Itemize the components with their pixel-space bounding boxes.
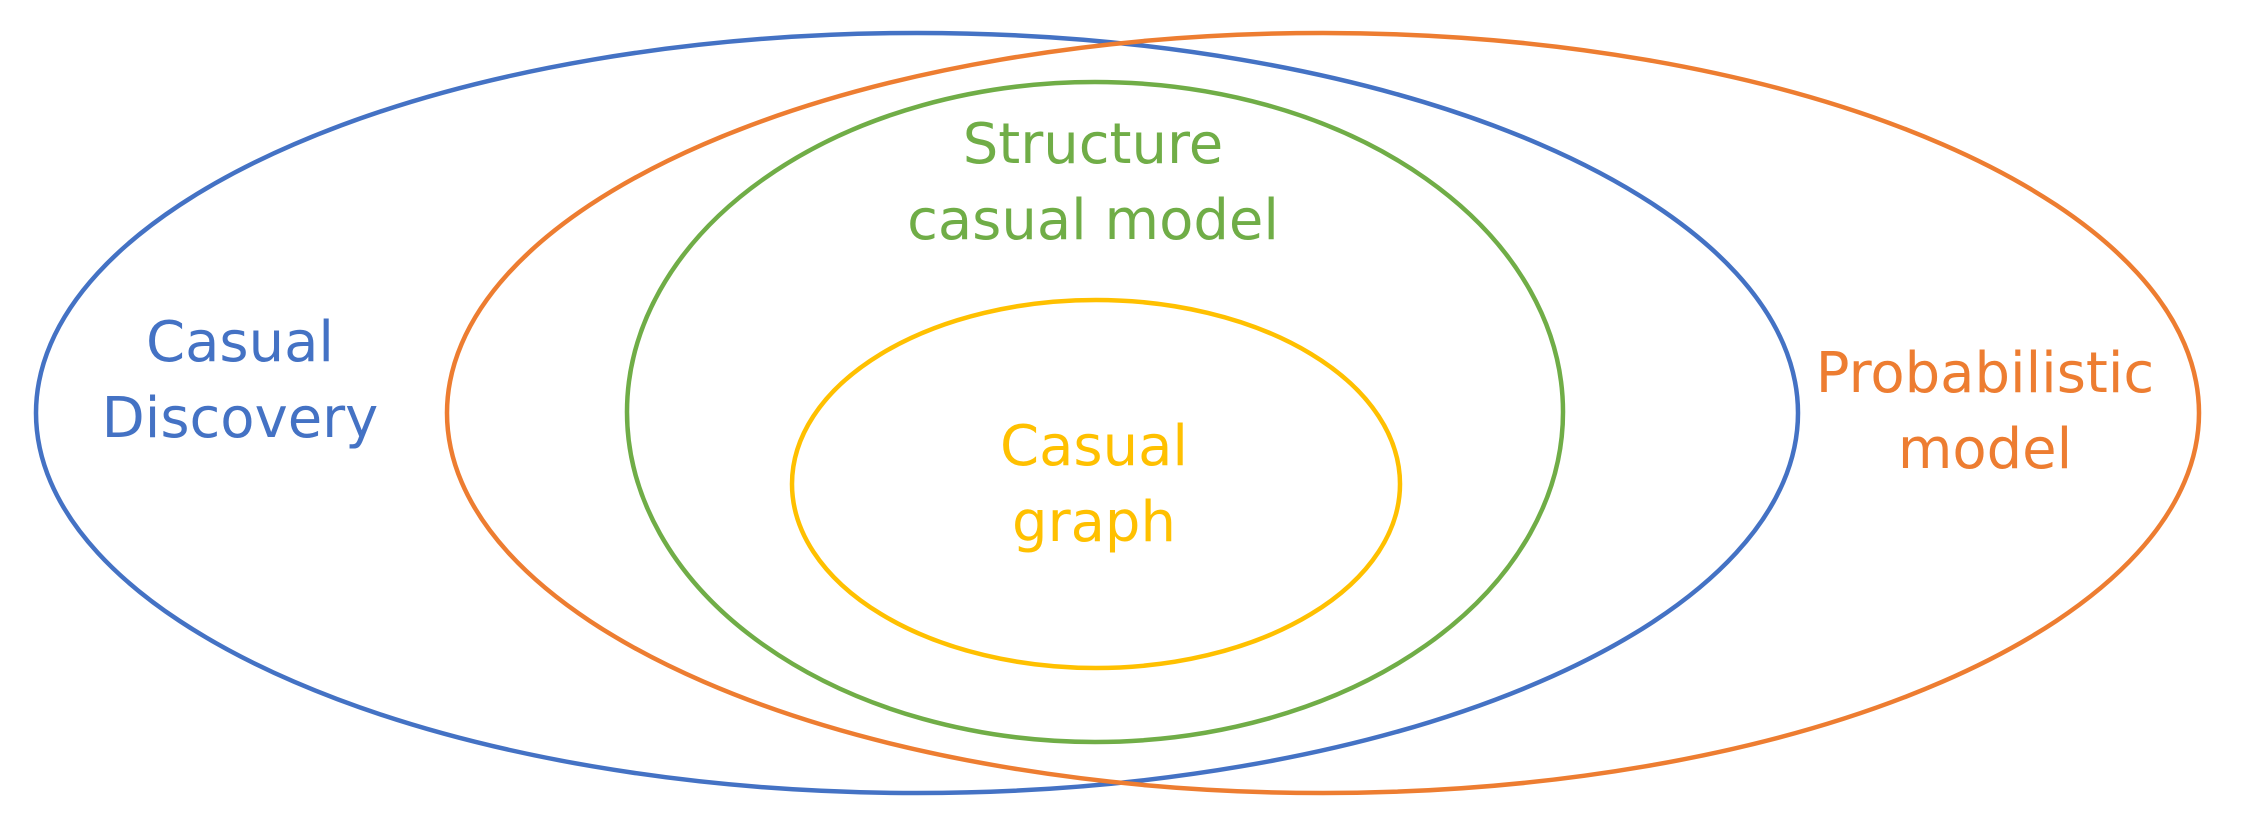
structure-casual-model-label: Structure casual model: [907, 112, 1279, 253]
casual-discovery-label: Casual Discovery: [102, 310, 379, 451]
structure-casual-model-ellipse: [624, 79, 1566, 745]
casual-discovery-label-line2: Discovery: [102, 386, 379, 451]
casual-discovery-label-line1: Casual: [146, 310, 334, 375]
structure-casual-model-label-line1: Structure: [963, 112, 1224, 177]
casual-discovery-ellipse: [33, 30, 1801, 796]
structure-casual-model-label-line2: casual model: [907, 188, 1279, 253]
casual-graph-label-line1: Casual: [1000, 414, 1188, 479]
probabilistic-model-label-line1: Probabilistic: [1816, 341, 2154, 406]
probabilistic-model-label: Probabilistic model: [1816, 341, 2154, 482]
casual-graph-label-line2: graph: [1012, 490, 1176, 555]
casual-graph-label: Casual graph: [1000, 414, 1188, 555]
probabilistic-model-ellipse: [444, 30, 2202, 796]
casual-graph-ellipse: [789, 297, 1403, 671]
probabilistic-model-label-line2: model: [1898, 417, 2072, 482]
